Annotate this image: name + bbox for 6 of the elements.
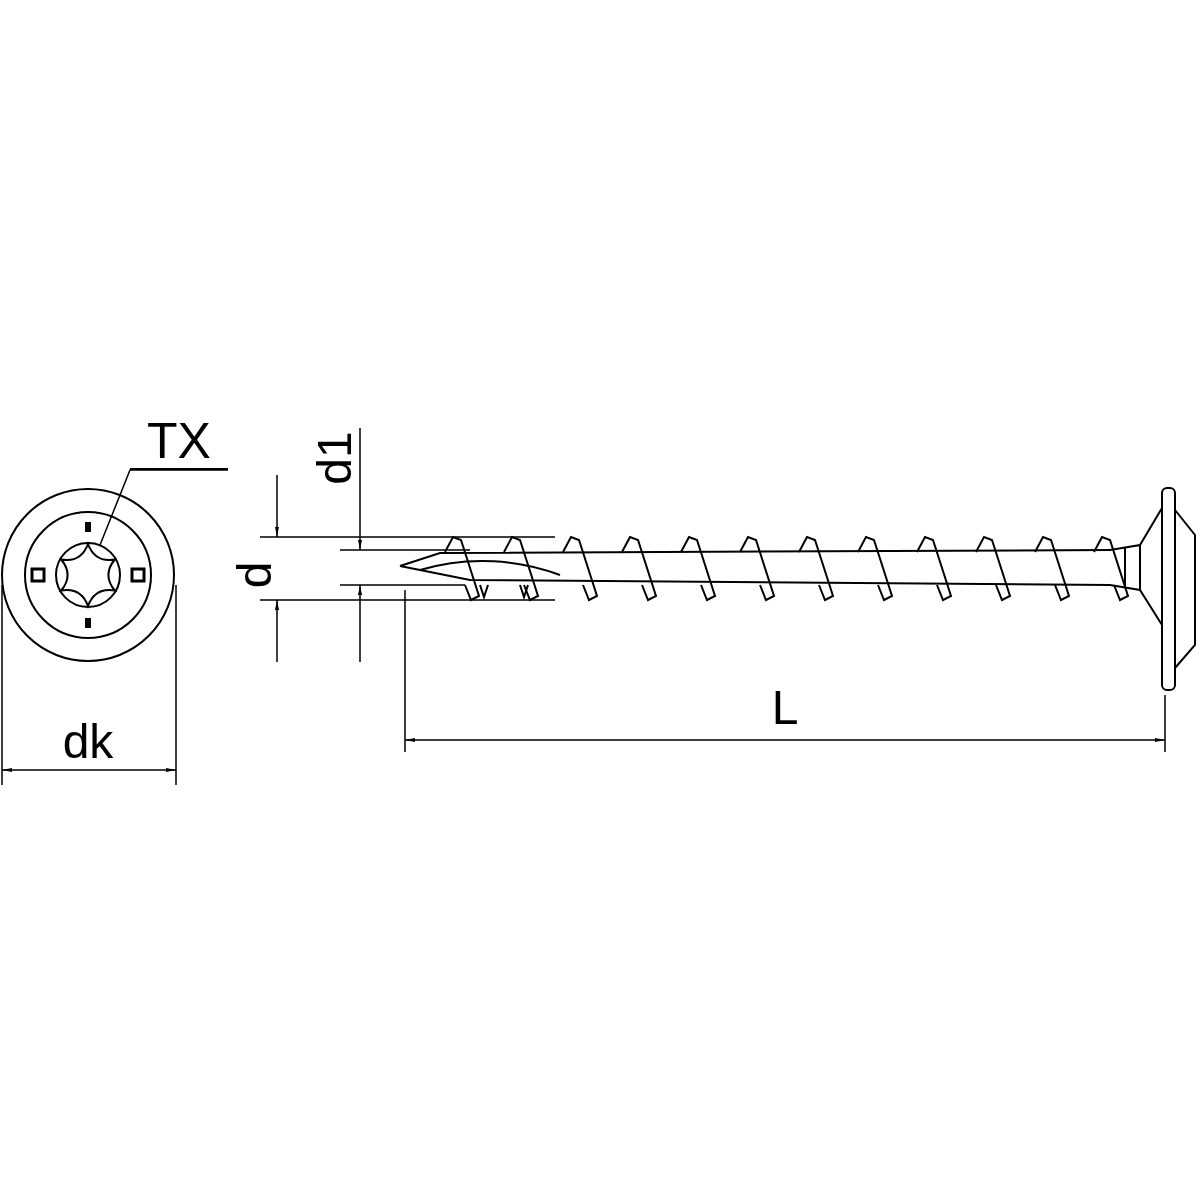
- callout-text: TX: [130, 416, 228, 470]
- dimension-label: d1: [311, 431, 359, 485]
- leader-line: [98, 469, 229, 547]
- dimension-label: dk: [62, 718, 114, 766]
- dimension-label: L: [771, 684, 799, 732]
- dimension-label: d: [231, 561, 279, 589]
